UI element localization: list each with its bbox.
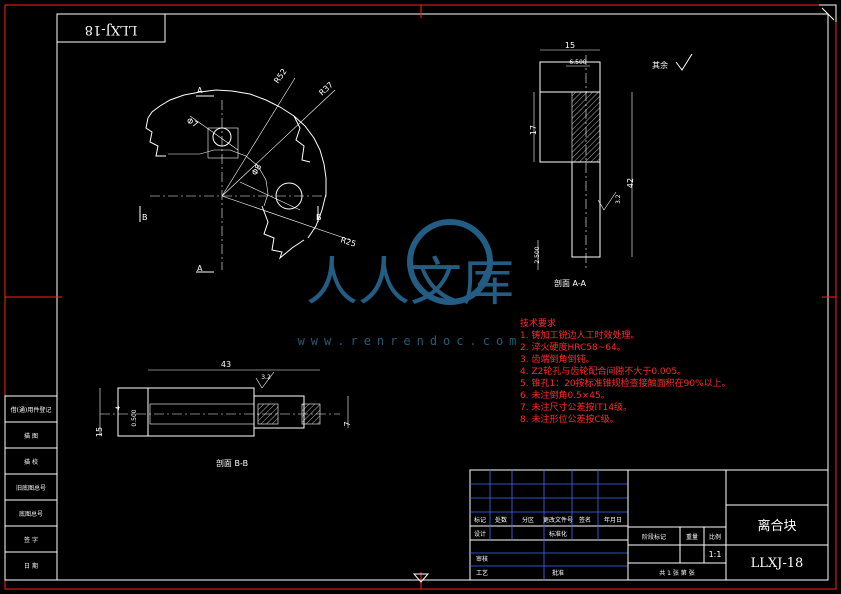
- inner-arc: [168, 149, 269, 207]
- tb-design: 设计: [474, 530, 486, 538]
- section-bb-label: 剖面 B-B: [216, 458, 248, 468]
- dim-r52: R52: [272, 67, 288, 85]
- tb-stage-mark: 阶段标记: [642, 533, 666, 541]
- leader-phi7: [189, 115, 239, 151]
- dim-aa-6500: 6.500: [569, 59, 586, 66]
- left-strip-cell: 描 图: [24, 432, 38, 440]
- radius-leader-r52: [221, 77, 296, 197]
- tech-req-item: 8. 未注形位公差按C级。: [520, 413, 619, 425]
- tb-scale-label: 比例: [709, 533, 721, 541]
- teeth-right: [293, 115, 311, 163]
- outer-arc-r52: [147, 89, 327, 239]
- tb-sheets: 共 1 张 第 张: [659, 569, 694, 577]
- dim-r25: R25: [339, 235, 357, 248]
- dim-aa-2500: 2.500: [534, 246, 541, 263]
- dim-r37: R37: [317, 80, 335, 97]
- dim-bb-0500: 0.500: [131, 409, 138, 426]
- left-strip-cell: 日 期: [24, 562, 38, 570]
- cut-mark-b-right: B: [316, 213, 322, 222]
- tb-label: 年月日: [604, 516, 622, 524]
- section-aa-view: 15 6.500 17 42 2.500 3.2 剖面 A-A 其余: [529, 41, 693, 288]
- tech-req-heading: 技术要求: [520, 317, 556, 329]
- tb-drawing-code: LLXJ-18: [751, 556, 804, 571]
- code-box: [56, 13, 166, 43]
- left-strip-cell: 签 字: [24, 536, 38, 544]
- corner-mark-right: [819, 4, 837, 22]
- teeth-bottom: [261, 205, 305, 260]
- roughness-note: 其余: [652, 60, 668, 70]
- dim-bb-32: 3.2: [261, 374, 271, 381]
- tech-req-item: 3. 齿端倒角倒钝。: [520, 353, 594, 365]
- teeth-left: [145, 117, 166, 157]
- dim-phi7: Φ7: [185, 116, 199, 129]
- tech-req-item: 1. 铸加工锐边人工时效处理。: [520, 329, 639, 341]
- tb-review: 审核: [476, 555, 488, 563]
- radius-leader-r37: [221, 89, 336, 197]
- tb-standardize: 标准化: [549, 530, 567, 538]
- cut-mark-a-top: A: [197, 86, 203, 95]
- watermark-text: 人人文库: [306, 253, 514, 313]
- section-bb-view: 43 3.2 15 4 0.500 7 剖面 B-B: [95, 360, 352, 468]
- left-strip-frame: [4, 395, 58, 581]
- bb-roughness-symbol: [255, 371, 275, 389]
- tb-scale-value: 1:1: [709, 550, 722, 559]
- section-aa-label: 剖面 A-A: [554, 278, 587, 288]
- dim-bb-43: 43: [221, 360, 231, 369]
- aa-top-block: [539, 61, 601, 93]
- aa-roughness-symbol: [597, 191, 617, 211]
- tb-label: 标记: [474, 516, 486, 524]
- tech-req-item: 6. 未注倒角0.5×45。: [520, 389, 610, 401]
- watermark-url: www.renrendoc.com: [298, 334, 523, 348]
- dim-aa-17: 17: [529, 125, 538, 135]
- dim-phi8: Φ8: [250, 163, 263, 177]
- corner-mark-diagonal: [821, 7, 835, 21]
- tb-label: 分区: [522, 516, 534, 524]
- left-strip-cell: 底图总号: [19, 510, 43, 518]
- bb-middle-block: [147, 387, 255, 437]
- tb-process: 工艺: [476, 569, 488, 577]
- leader-phi8: [239, 181, 301, 211]
- hole-boss: [207, 127, 239, 159]
- tech-req-item: 7. 未注尺寸公差按IT14级。: [520, 401, 632, 413]
- left-strip-cell: 描 校: [24, 458, 38, 466]
- tech-req-item: 4. Z2轮孔与齿轮配合间隙不大于0.005。: [520, 365, 686, 377]
- title-block-frame: [469, 469, 829, 581]
- dim-bb-4: 4: [115, 406, 122, 410]
- left-strip-cell: 借(通)用件登记: [11, 406, 52, 414]
- tech-req-item: 5. 锥孔1：20按标准锥规检查接触面积在90%以上。: [520, 377, 731, 389]
- roughness-note-symbol: [675, 53, 693, 71]
- tb-label: 处数: [495, 516, 507, 524]
- drawing-code-flipped: LLXJ-18: [85, 22, 138, 37]
- dim-aa-32: 3.2: [615, 194, 622, 204]
- left-strip-cell: 旧底图总号: [16, 484, 46, 492]
- watermark: 人人文库 www.renrendoc.com: [298, 219, 523, 348]
- tb-approve: 批准: [552, 569, 564, 577]
- bb-bore: [149, 403, 255, 425]
- radius-leader-r25: [221, 195, 351, 241]
- dim-bb-15: 15: [95, 427, 104, 437]
- tb-part-name: 离合块: [757, 518, 796, 534]
- dim-aa-15: 15: [565, 41, 575, 50]
- title-block: 标记 处数 分区 更改文件号 签名 年月日 设计 标准化 审核 工艺 批准 阶段…: [469, 469, 829, 581]
- tb-label: 更改文件号: [543, 516, 573, 524]
- top-view: A A B B R52 R37 R25 Φ7 Φ8: [139, 67, 357, 273]
- left-strip-table: 借(通)用件登记 描 图 描 校 旧底图总号 底图总号 签 字 日 期: [4, 395, 58, 581]
- tb-label: 签名: [579, 516, 591, 524]
- orientation-triangle: [412, 573, 430, 583]
- tech-req-item: 2. 淬火硬度HRC58~64。: [520, 341, 626, 353]
- cut-mark-a-bottom: A: [197, 264, 203, 273]
- cut-mark-b-left: B: [142, 213, 148, 222]
- watermark-ring-icon: [407, 219, 493, 305]
- dim-bb-7: 7: [343, 421, 352, 426]
- tb-weight: 重量: [686, 533, 698, 541]
- dim-aa-42: 42: [626, 178, 635, 188]
- tech-requirements: 技术要求 1. 铸加工锐边人工时效处理。 2. 淬火硬度HRC58~64。 3.…: [520, 317, 731, 425]
